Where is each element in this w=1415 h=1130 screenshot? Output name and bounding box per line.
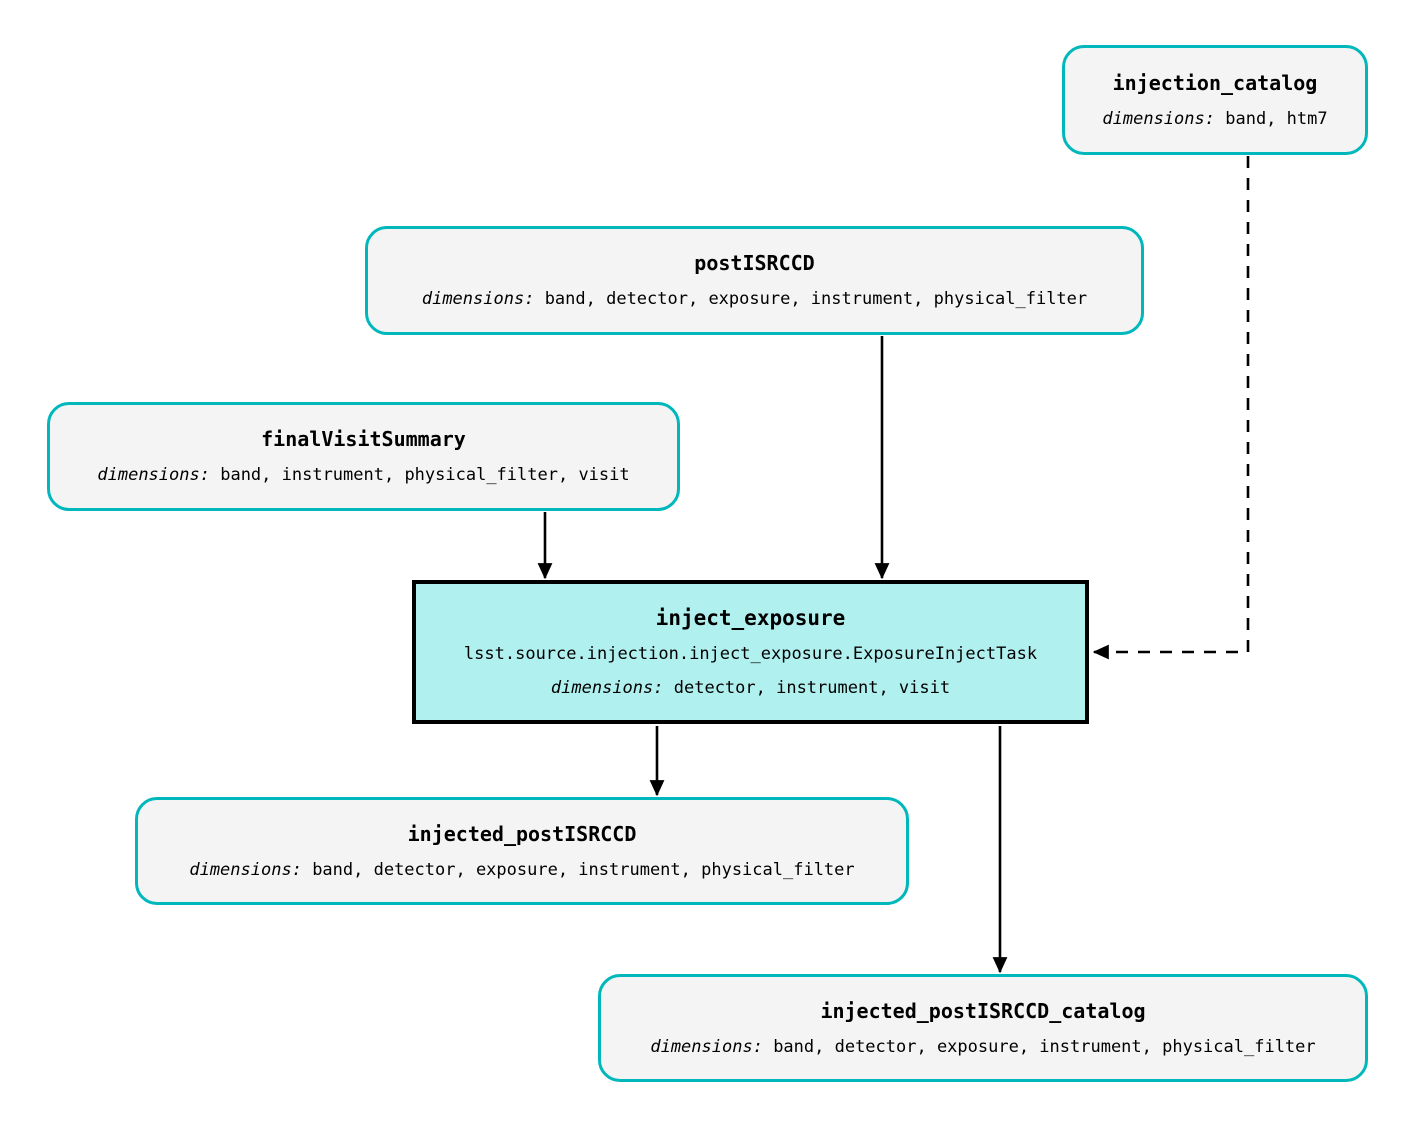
dimensions-label: dimensions: bbox=[1102, 108, 1215, 129]
dimensions-value: detector, instrument, visit bbox=[673, 677, 951, 698]
dimensions-value: band, instrument, physical_filter, visit bbox=[220, 465, 630, 485]
node-dimensions: dimensions: band, detector, exposure, in… bbox=[189, 860, 854, 881]
node-dimensions: dimensions: band, instrument, physical_f… bbox=[97, 465, 629, 486]
dimensions-value: band, detector, exposure, instrument, ph… bbox=[312, 859, 855, 880]
node-inject-exposure-task[interactable]: inject_exposure lsst.source.injection.in… bbox=[412, 580, 1089, 724]
dimensions-label: dimensions: bbox=[421, 289, 535, 309]
node-dimensions: dimensions: band, detector, exposure, in… bbox=[650, 1037, 1315, 1058]
node-title: inject_exposure bbox=[655, 605, 846, 630]
node-title: injected_postISRCCD_catalog bbox=[820, 998, 1146, 1023]
node-title: injection_catalog bbox=[1112, 70, 1318, 95]
node-title: finalVisitSummary bbox=[261, 427, 466, 451]
node-dimensions: dimensions: band, detector, exposure, in… bbox=[422, 289, 1087, 310]
node-title: injected_postISRCCD bbox=[407, 821, 637, 846]
node-postisrccd[interactable]: postISRCCD dimensions: band, detector, e… bbox=[365, 226, 1144, 335]
node-dimensions: dimensions: detector, instrument, visit bbox=[551, 678, 950, 699]
dimensions-label: dimensions: bbox=[189, 859, 302, 880]
dimensions-label: dimensions: bbox=[550, 677, 664, 698]
node-finalvisitsummary[interactable]: finalVisitSummary dimensions: band, inst… bbox=[47, 402, 680, 511]
node-class-path: lsst.source.injection.inject_exposure.Ex… bbox=[463, 643, 1038, 664]
dimensions-value: band, detector, exposure, instrument, ph… bbox=[544, 289, 1088, 309]
dimensions-value: band, detector, exposure, instrument, ph… bbox=[773, 1036, 1316, 1057]
node-dimensions: dimensions: band, htm7 bbox=[1102, 109, 1327, 130]
dimensions-value: band, htm7 bbox=[1225, 108, 1328, 129]
node-title: postISRCCD bbox=[694, 251, 815, 275]
dimensions-label: dimensions: bbox=[97, 465, 210, 485]
node-injected-postisrccd-catalog[interactable]: injected_postISRCCD_catalog dimensions: … bbox=[598, 974, 1368, 1082]
node-injected-postisrccd[interactable]: injected_postISRCCD dimensions: band, de… bbox=[135, 797, 909, 905]
node-injection-catalog[interactable]: injection_catalog dimensions: band, htm7 bbox=[1062, 45, 1368, 155]
dimensions-label: dimensions: bbox=[650, 1036, 763, 1057]
